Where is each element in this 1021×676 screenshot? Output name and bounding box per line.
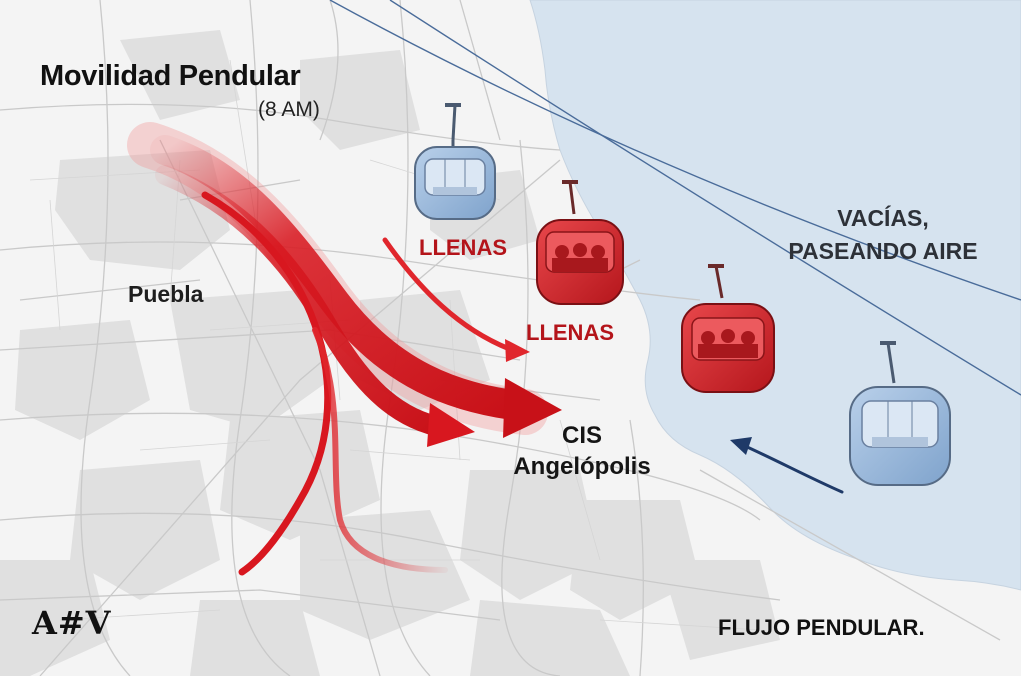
full-gondola-label-1: LLENAS bbox=[419, 235, 507, 260]
destination-label: CIS Angelópolis bbox=[497, 420, 667, 482]
destination-label-line1: CIS bbox=[561, 422, 602, 449]
urban-blocks bbox=[0, 30, 780, 676]
return-arrow bbox=[730, 437, 844, 494]
flow-arrow-fading bbox=[312, 327, 448, 573]
flow-arrow-main-head bbox=[503, 378, 562, 438]
empty-gondola-label-line1: VACÍAS, bbox=[837, 205, 929, 231]
city-label: Puebla bbox=[128, 281, 204, 307]
cable-lines bbox=[329, 0, 1021, 396]
flow-arrow-left-head bbox=[427, 403, 475, 447]
gondola-full-1 bbox=[536, 180, 624, 305]
empty-gondola-label-line2: PASEANDO AIRE bbox=[788, 238, 978, 264]
empty-gondola-label: VACÍAS, PASEANDO AIRE bbox=[778, 202, 988, 268]
map-subtitle: (8 AM) bbox=[258, 98, 320, 121]
gondola-empty-1 bbox=[414, 103, 496, 220]
footer-caption: FLUJO PENDULAR. bbox=[718, 615, 925, 640]
gondola-full-2 bbox=[681, 264, 775, 393]
gondola-empty-2 bbox=[849, 341, 951, 486]
full-gondola-label-2: LLENAS bbox=[526, 320, 614, 345]
flow-arrow-curve-south bbox=[201, 191, 332, 576]
destination-label-line2: Angelópolis bbox=[513, 453, 651, 480]
flow-arrow-upper bbox=[382, 237, 515, 353]
flow-arrow-upper-head bbox=[505, 339, 530, 362]
flow-arrow-main bbox=[150, 135, 535, 421]
author-logo: A#V bbox=[32, 604, 112, 642]
commuter-flow-arrows bbox=[127, 122, 562, 576]
map-title: Movilidad Pendular bbox=[40, 60, 301, 92]
